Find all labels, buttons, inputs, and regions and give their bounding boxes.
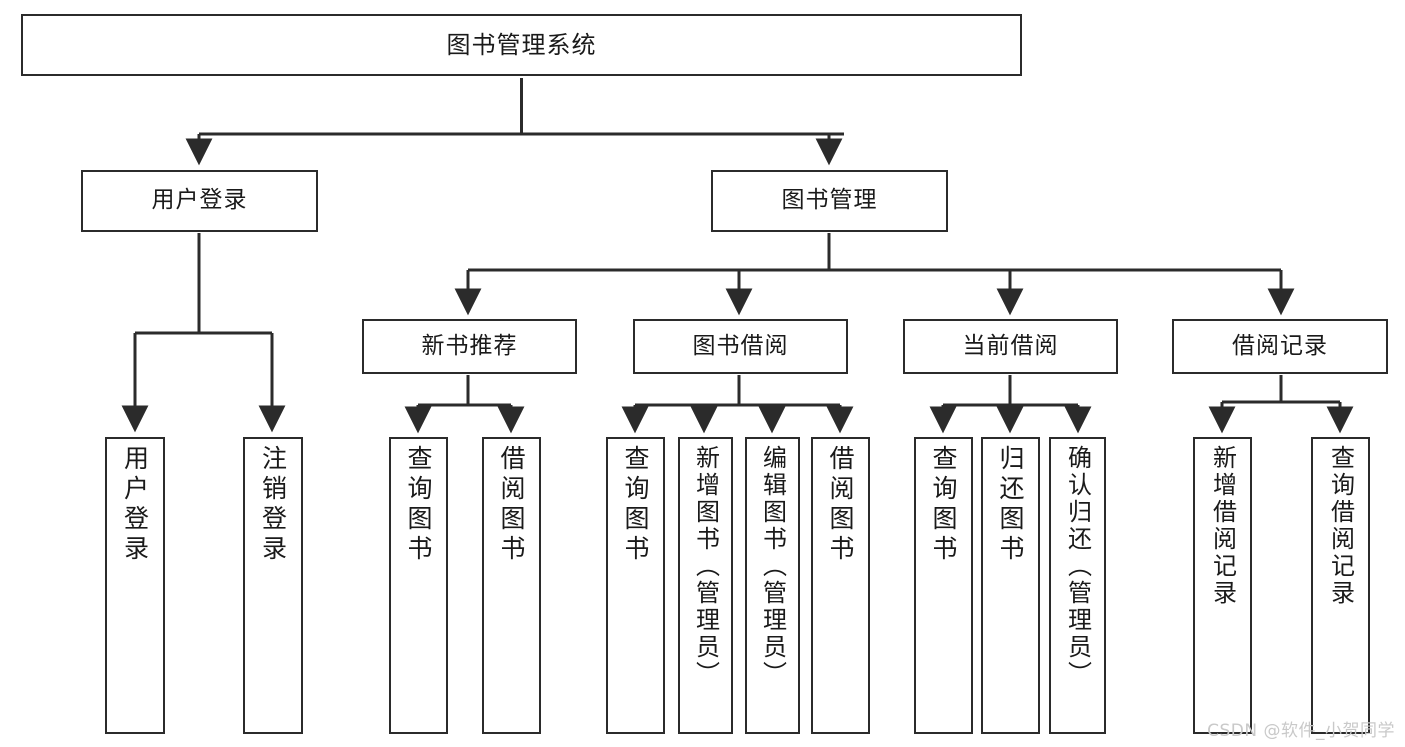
node-root-label: 图书管理系统	[446, 30, 597, 59]
node-leaf-add-record-label: 新增借阅记录	[1208, 445, 1237, 607]
node-leaf-query-book-2-label: 查询图书	[621, 445, 650, 565]
node-leaf-query-book-1[interactable]: 查询图书	[389, 437, 448, 734]
node-leaf-query-book-1-label: 查询图书	[404, 445, 433, 565]
node-leaf-edit-book-label: 编辑图书（管理员）	[758, 445, 787, 688]
node-book-borrow-label: 图书借阅	[692, 332, 789, 359]
node-leaf-query-book-2[interactable]: 查询图书	[606, 437, 665, 734]
node-leaf-add-record[interactable]: 新增借阅记录	[1193, 437, 1252, 734]
csdn-watermark: CSDN @软件_小贺同学	[1207, 721, 1395, 741]
node-leaf-query-record[interactable]: 查询借阅记录	[1311, 437, 1370, 734]
node-leaf-query-book-3[interactable]: 查询图书	[914, 437, 973, 734]
node-book-borrow[interactable]: 图书借阅	[633, 319, 848, 374]
node-borrow-record-label: 借阅记录	[1232, 332, 1328, 359]
node-leaf-return-book-label: 归还图书	[996, 445, 1025, 565]
node-leaf-confirm-return[interactable]: 确认归还（管理员）	[1049, 437, 1106, 734]
node-leaf-borrow-book-2[interactable]: 借阅图书	[811, 437, 870, 734]
node-new-book-rec[interactable]: 新书推荐	[362, 319, 577, 374]
node-root[interactable]: 图书管理系统	[21, 14, 1022, 76]
node-leaf-query-book-3-label: 查询图书	[929, 445, 958, 565]
node-current-borrow[interactable]: 当前借阅	[903, 319, 1118, 374]
node-leaf-user-login[interactable]: 用户登录	[105, 437, 165, 734]
node-current-borrow-label: 当前借阅	[962, 332, 1059, 359]
node-leaf-borrow-book-1-label: 借阅图书	[497, 445, 526, 565]
node-new-book-rec-label: 新书推荐	[421, 332, 518, 359]
node-leaf-user-login-label: 用户登录	[120, 445, 150, 565]
node-leaf-borrow-book-2-label: 借阅图书	[826, 445, 855, 565]
node-borrow-record[interactable]: 借阅记录	[1172, 319, 1388, 374]
node-leaf-add-book-label: 新增图书（管理员）	[691, 445, 720, 688]
node-leaf-logout-label: 注销登录	[258, 445, 288, 565]
node-leaf-return-book[interactable]: 归还图书	[981, 437, 1040, 734]
node-leaf-confirm-return-label: 确认归还（管理员）	[1063, 445, 1092, 688]
node-leaf-edit-book[interactable]: 编辑图书（管理员）	[745, 437, 800, 734]
node-user-login-label: 用户登录	[151, 187, 248, 214]
node-leaf-logout[interactable]: 注销登录	[243, 437, 303, 734]
node-book-manage-label: 图书管理	[781, 187, 878, 214]
node-user-login[interactable]: 用户登录	[81, 170, 318, 232]
node-leaf-query-record-label: 查询借阅记录	[1326, 445, 1355, 607]
node-leaf-add-book[interactable]: 新增图书（管理员）	[678, 437, 733, 734]
node-leaf-borrow-book-1[interactable]: 借阅图书	[482, 437, 541, 734]
node-book-manage[interactable]: 图书管理	[711, 170, 948, 232]
